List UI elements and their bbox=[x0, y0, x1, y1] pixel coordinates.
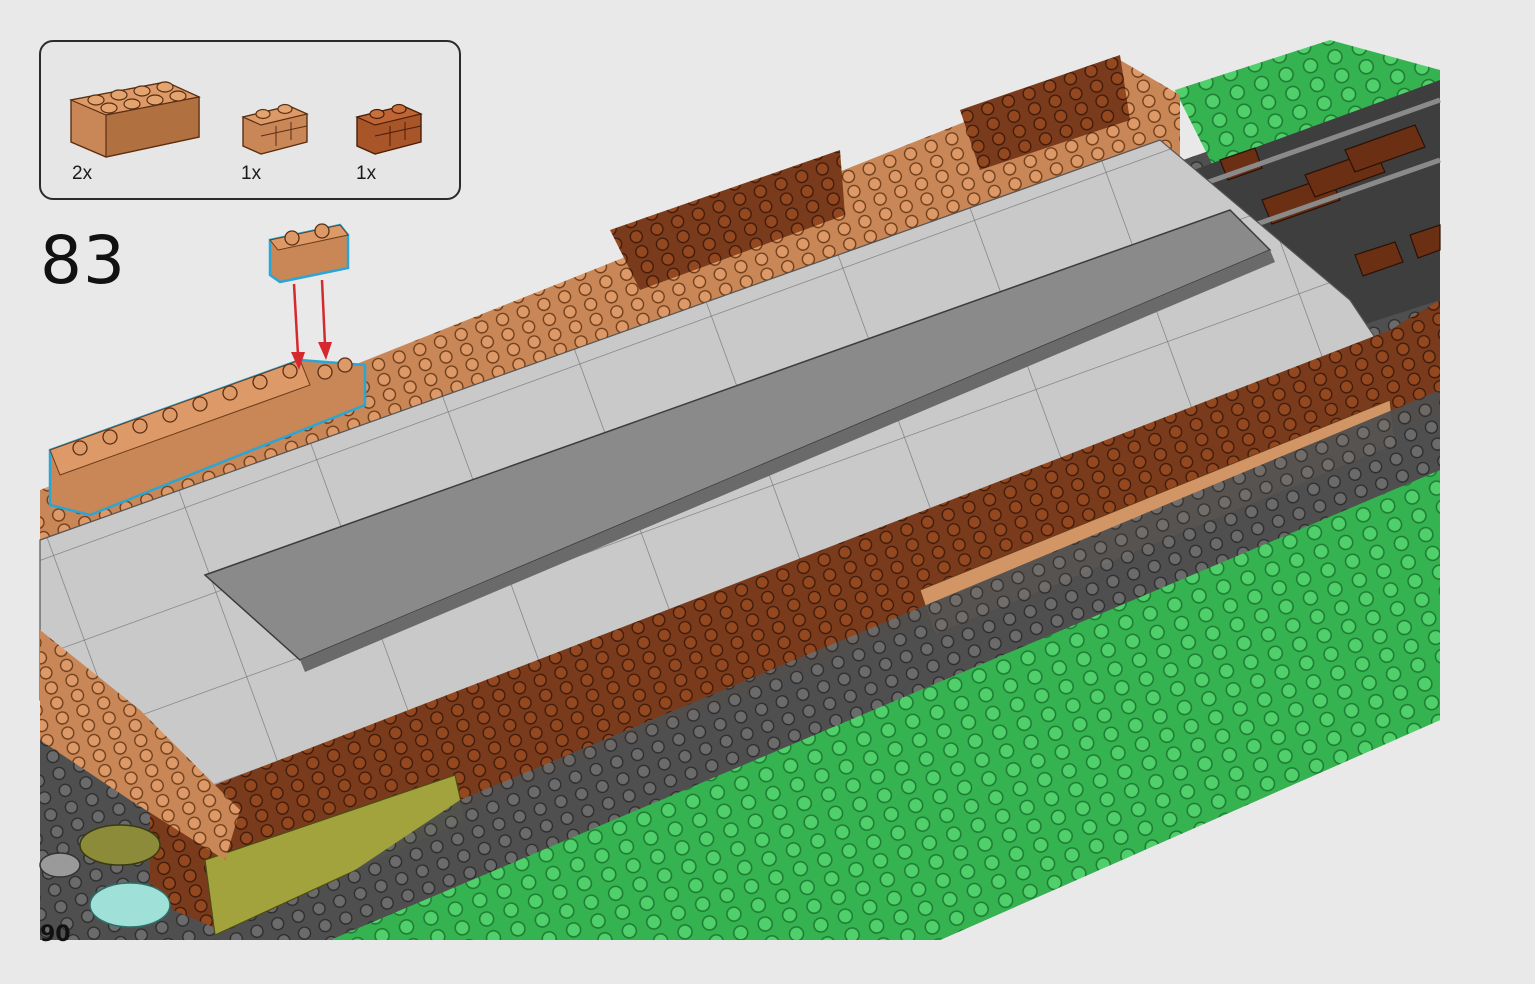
parts-illustrations bbox=[68, 81, 423, 158]
part-qty-1: 2x bbox=[72, 163, 93, 184]
track-sleepers bbox=[1219, 124, 1441, 277]
step-number: 83 bbox=[40, 222, 126, 299]
parts-callout: 2x 1x 1x bbox=[39, 40, 461, 200]
placed-bricks-highlight bbox=[48, 357, 367, 517]
brick-1x2-masonry-icon bbox=[241, 103, 309, 155]
back-wall-dark-segment-2 bbox=[960, 55, 1130, 170]
corner-details bbox=[39, 824, 171, 928]
green-plate-upper bbox=[1175, 40, 1440, 170]
brick-2x4-icon bbox=[68, 81, 201, 158]
left-wall bbox=[40, 630, 240, 860]
gray-stud-strip bbox=[250, 390, 1440, 940]
down-arrow-icon bbox=[291, 279, 332, 370]
front-wall bbox=[150, 300, 1440, 930]
page-number: 90 bbox=[40, 922, 71, 947]
back-wall-dark-segment bbox=[610, 150, 845, 290]
track-rails bbox=[1199, 97, 1441, 233]
brick-1x2-masonry-dark-icon bbox=[355, 103, 423, 155]
green-plate-front bbox=[340, 490, 1440, 940]
floating-brick bbox=[268, 223, 350, 284]
part-qty-2: 1x bbox=[241, 163, 262, 184]
pit-edge-front bbox=[300, 250, 1275, 672]
part-qty-3: 1x bbox=[356, 163, 377, 184]
